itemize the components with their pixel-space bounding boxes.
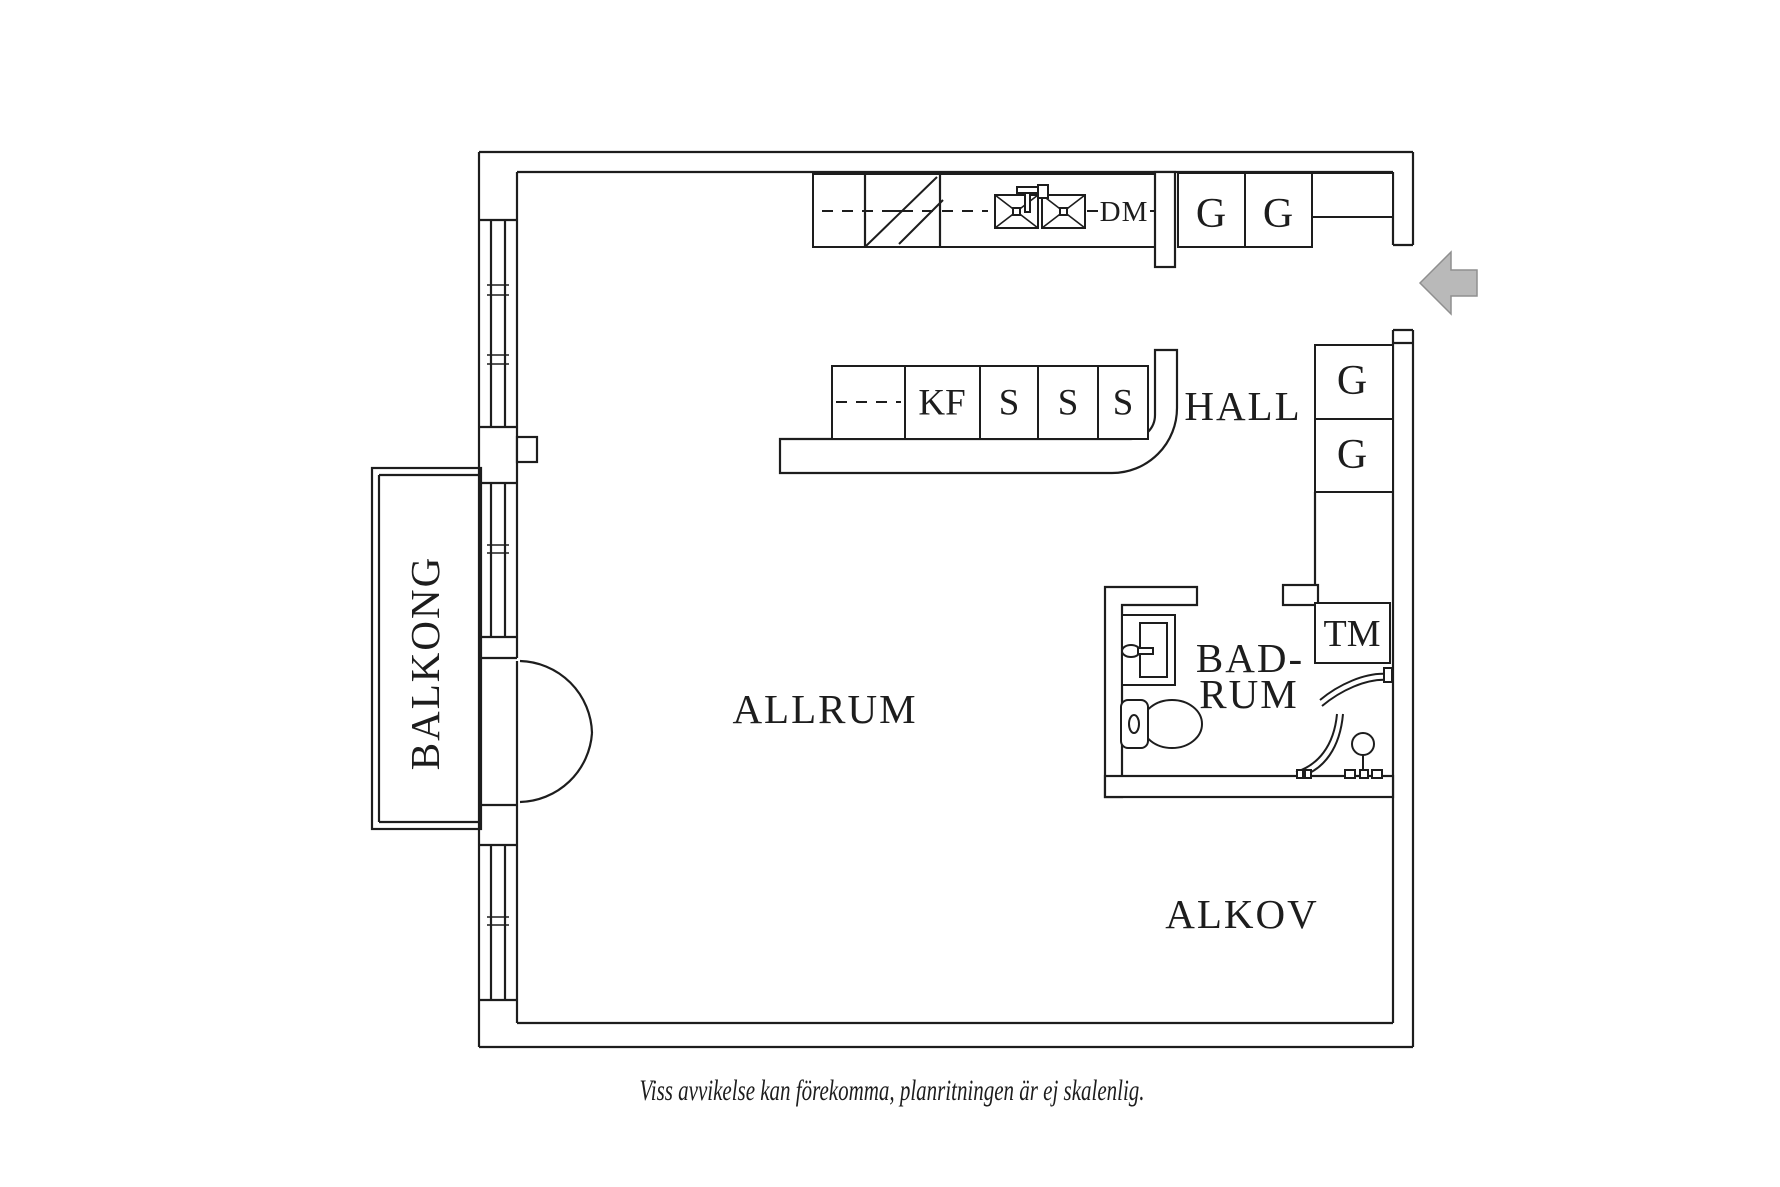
disclaimer-caption: Viss avvikelse kan förekomma, planritnin…	[640, 1074, 1145, 1107]
hall-wardrobes: G G	[1313, 344, 1394, 587]
washbasin-icon	[1121, 614, 1176, 686]
wardrobe-label-g: G	[1196, 191, 1226, 237]
closet-label-s: S	[1113, 383, 1134, 424]
wall-bathroom-bottom	[1103, 774, 1395, 799]
wall-entry-pier	[1153, 170, 1177, 269]
shower-door-arcs	[1295, 667, 1393, 779]
kitchen-peninsula-wall	[778, 348, 1179, 475]
entry-shelf-box	[1311, 172, 1394, 218]
dishwasher-label: DM	[1100, 196, 1149, 228]
balcony-double-door-icon	[515, 659, 594, 805]
toilet-icon	[1120, 699, 1203, 749]
faucet-icon	[1016, 184, 1049, 213]
room-label-allrum: ALLRUM	[732, 686, 917, 732]
fridge-freezer-label: KF	[918, 383, 965, 424]
hall-closet-row: KF S S S	[778, 348, 1179, 475]
entrance-arrow-icon	[1418, 250, 1478, 316]
room-label-balkong: BALKONG	[402, 556, 448, 770]
wardrobe-label-g: G	[1337, 432, 1367, 478]
wardrobe-label-g: G	[1263, 191, 1293, 237]
closet-label-s: S	[1058, 383, 1079, 424]
room-label-alkov: ALKOV	[1165, 891, 1318, 937]
room-label-hall: HALL	[1184, 383, 1301, 429]
wardrobe-box	[1314, 344, 1394, 420]
washing-machine-label: TM	[1324, 613, 1381, 655]
window-left-3	[487, 845, 509, 1000]
closet-box-s	[1037, 365, 1099, 440]
washing-machine-box	[1314, 602, 1391, 664]
closet-box-kf	[904, 365, 981, 440]
bathroom: TM	[1103, 583, 1395, 799]
closet-box-s	[1097, 365, 1149, 440]
window-left-2	[487, 483, 509, 637]
balcony: BALKONG	[370, 466, 483, 831]
room-label-badrum-line1: BAD-	[1196, 635, 1304, 681]
window-left-1	[487, 220, 509, 427]
wall-bathroom-top-right	[1281, 583, 1320, 607]
wall-bump	[515, 435, 539, 464]
kitchen-counter: DM	[812, 173, 1158, 248]
kitchen-wardrobes: G G	[1177, 172, 1394, 248]
wardrobe-label-g: G	[1337, 358, 1367, 404]
wardrobe-box	[1314, 418, 1394, 493]
wardrobe-box	[1244, 172, 1313, 248]
windows-left-wall	[487, 220, 509, 1000]
closet-label-s: S	[999, 383, 1020, 424]
balcony-outer-rail	[370, 466, 483, 831]
shower-icon	[1344, 732, 1383, 779]
sink-icon	[994, 184, 1086, 229]
room-label-badrum-line2: RUM	[1199, 671, 1298, 717]
